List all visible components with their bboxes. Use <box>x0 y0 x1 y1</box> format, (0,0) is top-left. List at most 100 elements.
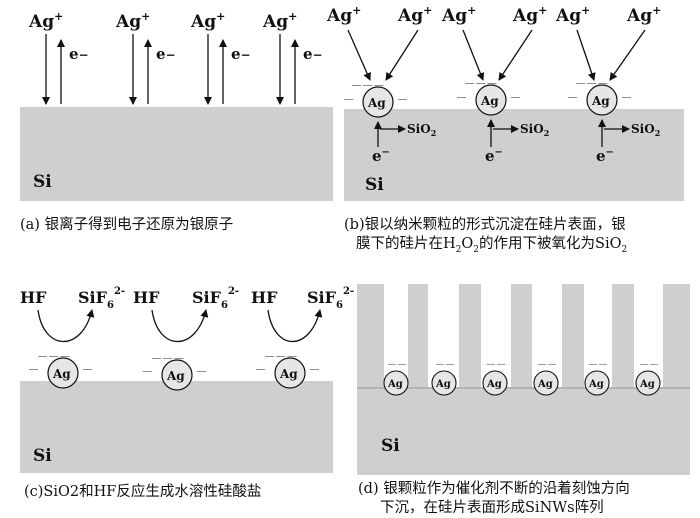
ag-ion-group-4: Ag+ e− <box>262 10 323 105</box>
si-label-c: Si <box>33 446 52 466</box>
silicon-wafer-b <box>344 109 684 201</box>
hf-reaction-group-1: HF SiF62- Ag — — — — — <box>20 286 125 389</box>
silicon-wafer-a <box>20 107 333 201</box>
electron-label: e− <box>156 45 176 63</box>
sio2-label: SiO2 <box>631 122 660 138</box>
ag-plus-label: Ag+ <box>626 4 661 26</box>
nanowire-pillar <box>408 284 428 388</box>
charge-marks: — — — <box>575 78 609 88</box>
ag-label: Ag <box>588 379 604 390</box>
ag-nanoparticle <box>274 357 306 389</box>
converge-arrow <box>462 29 485 81</box>
charge-marks: — <box>255 364 266 374</box>
panel-b: Si Ag+ Ag+ Ag — — — — — SiO2 e− Ag+ Ag+ … <box>326 4 684 201</box>
charge-marks: — <box>28 364 39 374</box>
reaction-arrow <box>267 309 323 343</box>
charge-marks: — <box>309 364 320 374</box>
converge-arrow <box>347 29 371 81</box>
reaction-arrow <box>37 309 95 343</box>
charge-marks: — — <box>537 359 557 368</box>
hf-label: HF <box>251 288 278 307</box>
hf-label: HF <box>20 288 47 307</box>
si-label-a: Si <box>33 172 52 192</box>
charge-marks-row: — — — — — — — — — — — — <box>387 359 659 368</box>
charge-marks: — — — <box>37 351 71 361</box>
nanowire-pillar <box>663 284 690 388</box>
ag-label: Ag <box>480 94 499 108</box>
silicon-base-d <box>357 387 690 475</box>
ag-label: Ag <box>387 379 403 390</box>
ag-deposit-group-1: Ag+ Ag+ Ag — — — — — SiO2 e− <box>326 4 436 165</box>
charge-marks: — — <box>387 359 407 368</box>
caption-b: (b)银以纳米颗粒的形式沉淀在硅片表面，银 膜下的硅片在H2O2的作用下被氧化为… <box>344 216 627 260</box>
hf-reaction-group-2: HF SiF62- Ag — — — — — <box>133 286 239 391</box>
charge-marks: — — <box>486 359 506 368</box>
ag-nanoparticle <box>47 357 79 389</box>
electron-label: e− <box>485 147 503 165</box>
converge-arrow <box>609 29 646 81</box>
charge-marks: — <box>397 94 408 104</box>
si-label-d: Si <box>381 436 400 456</box>
ag-label: Ag <box>367 96 386 110</box>
charge-marks: — — — <box>351 80 385 90</box>
hf-reaction-group-3: HF SiF62- Ag — — — — — <box>251 286 354 389</box>
ag-nanoparticle <box>586 84 618 116</box>
charge-marks: — <box>82 364 93 374</box>
panel-c: Si HF SiF62- Ag — — — — — HF SiF62- Ag —… <box>20 286 354 473</box>
silicon-wafer-c <box>20 381 333 473</box>
charge-marks: — <box>456 92 467 102</box>
ag-nanoparticle <box>431 370 457 396</box>
ag-ion-group-3: Ag+ e− <box>190 10 251 105</box>
charge-marks: — — <box>588 359 608 368</box>
nanowire-pillar <box>357 284 384 388</box>
ag-deposit-group-2: Ag+ Ag+ Ag — — — — — SiO2 e− <box>441 4 549 165</box>
panel-d: Si Ag Ag Ag Ag Ag Ag — — — — — — — — — —… <box>357 284 690 475</box>
ag-label: Ag <box>435 379 451 390</box>
charge-marks: — <box>142 366 153 376</box>
ag-plus-label: Ag+ <box>262 10 297 32</box>
ag-plus-label: Ag+ <box>190 10 225 32</box>
ag-plus-label: Ag+ <box>441 4 476 26</box>
ag-plus-label: Ag+ <box>512 4 547 26</box>
charge-marks: — — <box>435 359 455 368</box>
electron-label: e− <box>303 45 323 63</box>
ag-label: Ag <box>591 94 610 108</box>
caption-b-line1: (b)银以纳米颗粒的形式沉淀在硅片表面，银 <box>344 217 626 233</box>
ag-ion-group-2: Ag+ e− <box>115 10 176 105</box>
panel-a: Si Ag+ e− Ag+ e− Ag+ e− Ag+ e− <box>20 10 333 201</box>
charge-marks: — <box>567 92 578 102</box>
caption-c: (c)SiO2和HF反应生成水溶性硅酸盐 <box>24 484 262 500</box>
charge-marks: — <box>621 92 632 102</box>
charge-marks: — — — <box>464 78 498 88</box>
caption-d-line2: 下沉，在硅片表面形成SiNWs阵列 <box>380 500 604 516</box>
caption-b-line2: 膜下的硅片在H2O2的作用下被氧化为SiO2 <box>356 236 628 255</box>
si-label-b: Si <box>365 175 384 195</box>
nanowire-pillar <box>511 284 532 388</box>
ag-nanoparticle <box>161 359 193 391</box>
ag-nanoparticle <box>475 84 507 116</box>
ag-nanoparticle <box>533 370 559 396</box>
electron-label: e− <box>596 147 614 165</box>
converge-arrow <box>498 29 533 81</box>
converge-arrow <box>576 29 596 81</box>
ag-deposit-group-3: Ag+ Ag+ Ag — — — — — SiO2 e− <box>555 4 661 165</box>
ag-plus-label: Ag+ <box>555 4 590 26</box>
ag-label: Ag <box>486 379 502 390</box>
ag-nanoparticle <box>362 86 394 118</box>
sif6-label: SiF62- <box>78 286 125 311</box>
caption-a: (a) 银离子得到电子还原为银原子 <box>20 217 234 233</box>
ag-label: Ag <box>279 367 298 381</box>
sif6-label: SiF62- <box>307 286 354 311</box>
ag-plus-label: Ag+ <box>326 4 361 26</box>
sio2-label: SiO2 <box>407 122 436 138</box>
charge-marks: — <box>196 366 207 376</box>
nanowire-pillar <box>459 284 481 388</box>
ag-plus-label: Ag+ <box>28 10 63 32</box>
charge-marks: — <box>343 94 354 104</box>
ag-nanoparticle <box>383 370 409 396</box>
ag-label: Ag <box>166 369 185 383</box>
caption-d-line1: (d) 银颗粒作为催化剂不断的沿着刻蚀方向 <box>358 481 630 497</box>
ag-nanoparticle <box>635 370 661 396</box>
converge-arrow <box>385 29 419 81</box>
charge-marks: — — — <box>264 351 298 361</box>
